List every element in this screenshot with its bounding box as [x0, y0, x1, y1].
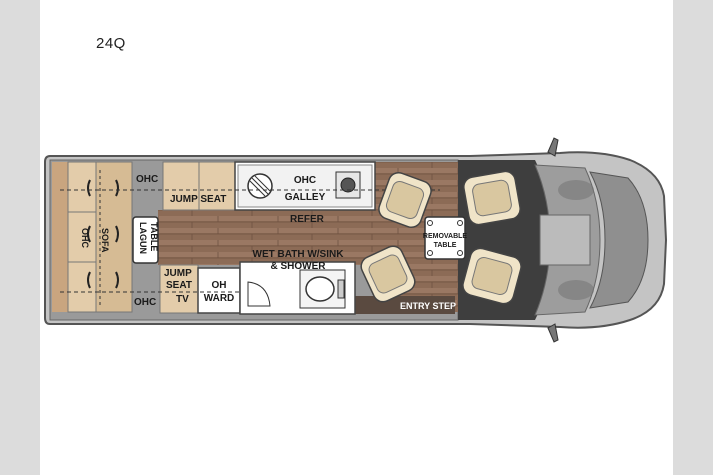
label-removable-1: REMOVABLE — [423, 233, 468, 240]
label-wet-bath-1: WET BATH W/SINK — [253, 249, 345, 260]
seat-passenger — [462, 247, 522, 305]
sink-icon — [340, 177, 356, 193]
label-jump-bottom-2: SEAT — [166, 280, 192, 291]
label-ohc-galley-2: GALLEY — [285, 192, 326, 203]
label-tv: TV — [176, 294, 189, 305]
bottom-cabinets — [159, 261, 356, 315]
label-ohc-bottom-rear: OHC — [134, 297, 156, 308]
top-cabinets — [162, 161, 376, 211]
seat-front-left — [378, 171, 432, 229]
rear-sofa — [52, 161, 133, 313]
label-wet-bath-2: & SHOWER — [271, 261, 327, 272]
label-oh-ward-1: OH — [212, 280, 227, 291]
label-lagun-2: TABLE — [149, 222, 159, 251]
label-jump-bottom-1: JUMP — [164, 268, 192, 279]
label-ohc-sofa-2: SOFA — [100, 228, 110, 253]
swivel-seats — [360, 170, 522, 305]
lagun-table — [132, 216, 159, 264]
label-lagun-1: LAGUN — [138, 222, 148, 254]
label-ohc-sofa-1: OHC — [80, 228, 90, 249]
label-refer: REFER — [290, 214, 325, 225]
label-jump-seat-top: JUMP SEAT — [170, 194, 226, 205]
label-ohc-top-rear: OHC — [136, 174, 158, 185]
model-title: 24Q — [96, 35, 126, 52]
label-oh-ward-2: WARD — [204, 293, 235, 304]
seat-front-right — [360, 245, 416, 303]
toilet-icon — [305, 276, 335, 302]
shower-icon — [247, 281, 271, 307]
removable-table — [424, 216, 466, 260]
label-removable-2: TABLE — [434, 242, 457, 249]
label-ohc-galley-1: OHC — [294, 175, 316, 186]
seat-driver — [463, 170, 521, 226]
label-entry-step: ENTRY STEP — [400, 301, 456, 311]
